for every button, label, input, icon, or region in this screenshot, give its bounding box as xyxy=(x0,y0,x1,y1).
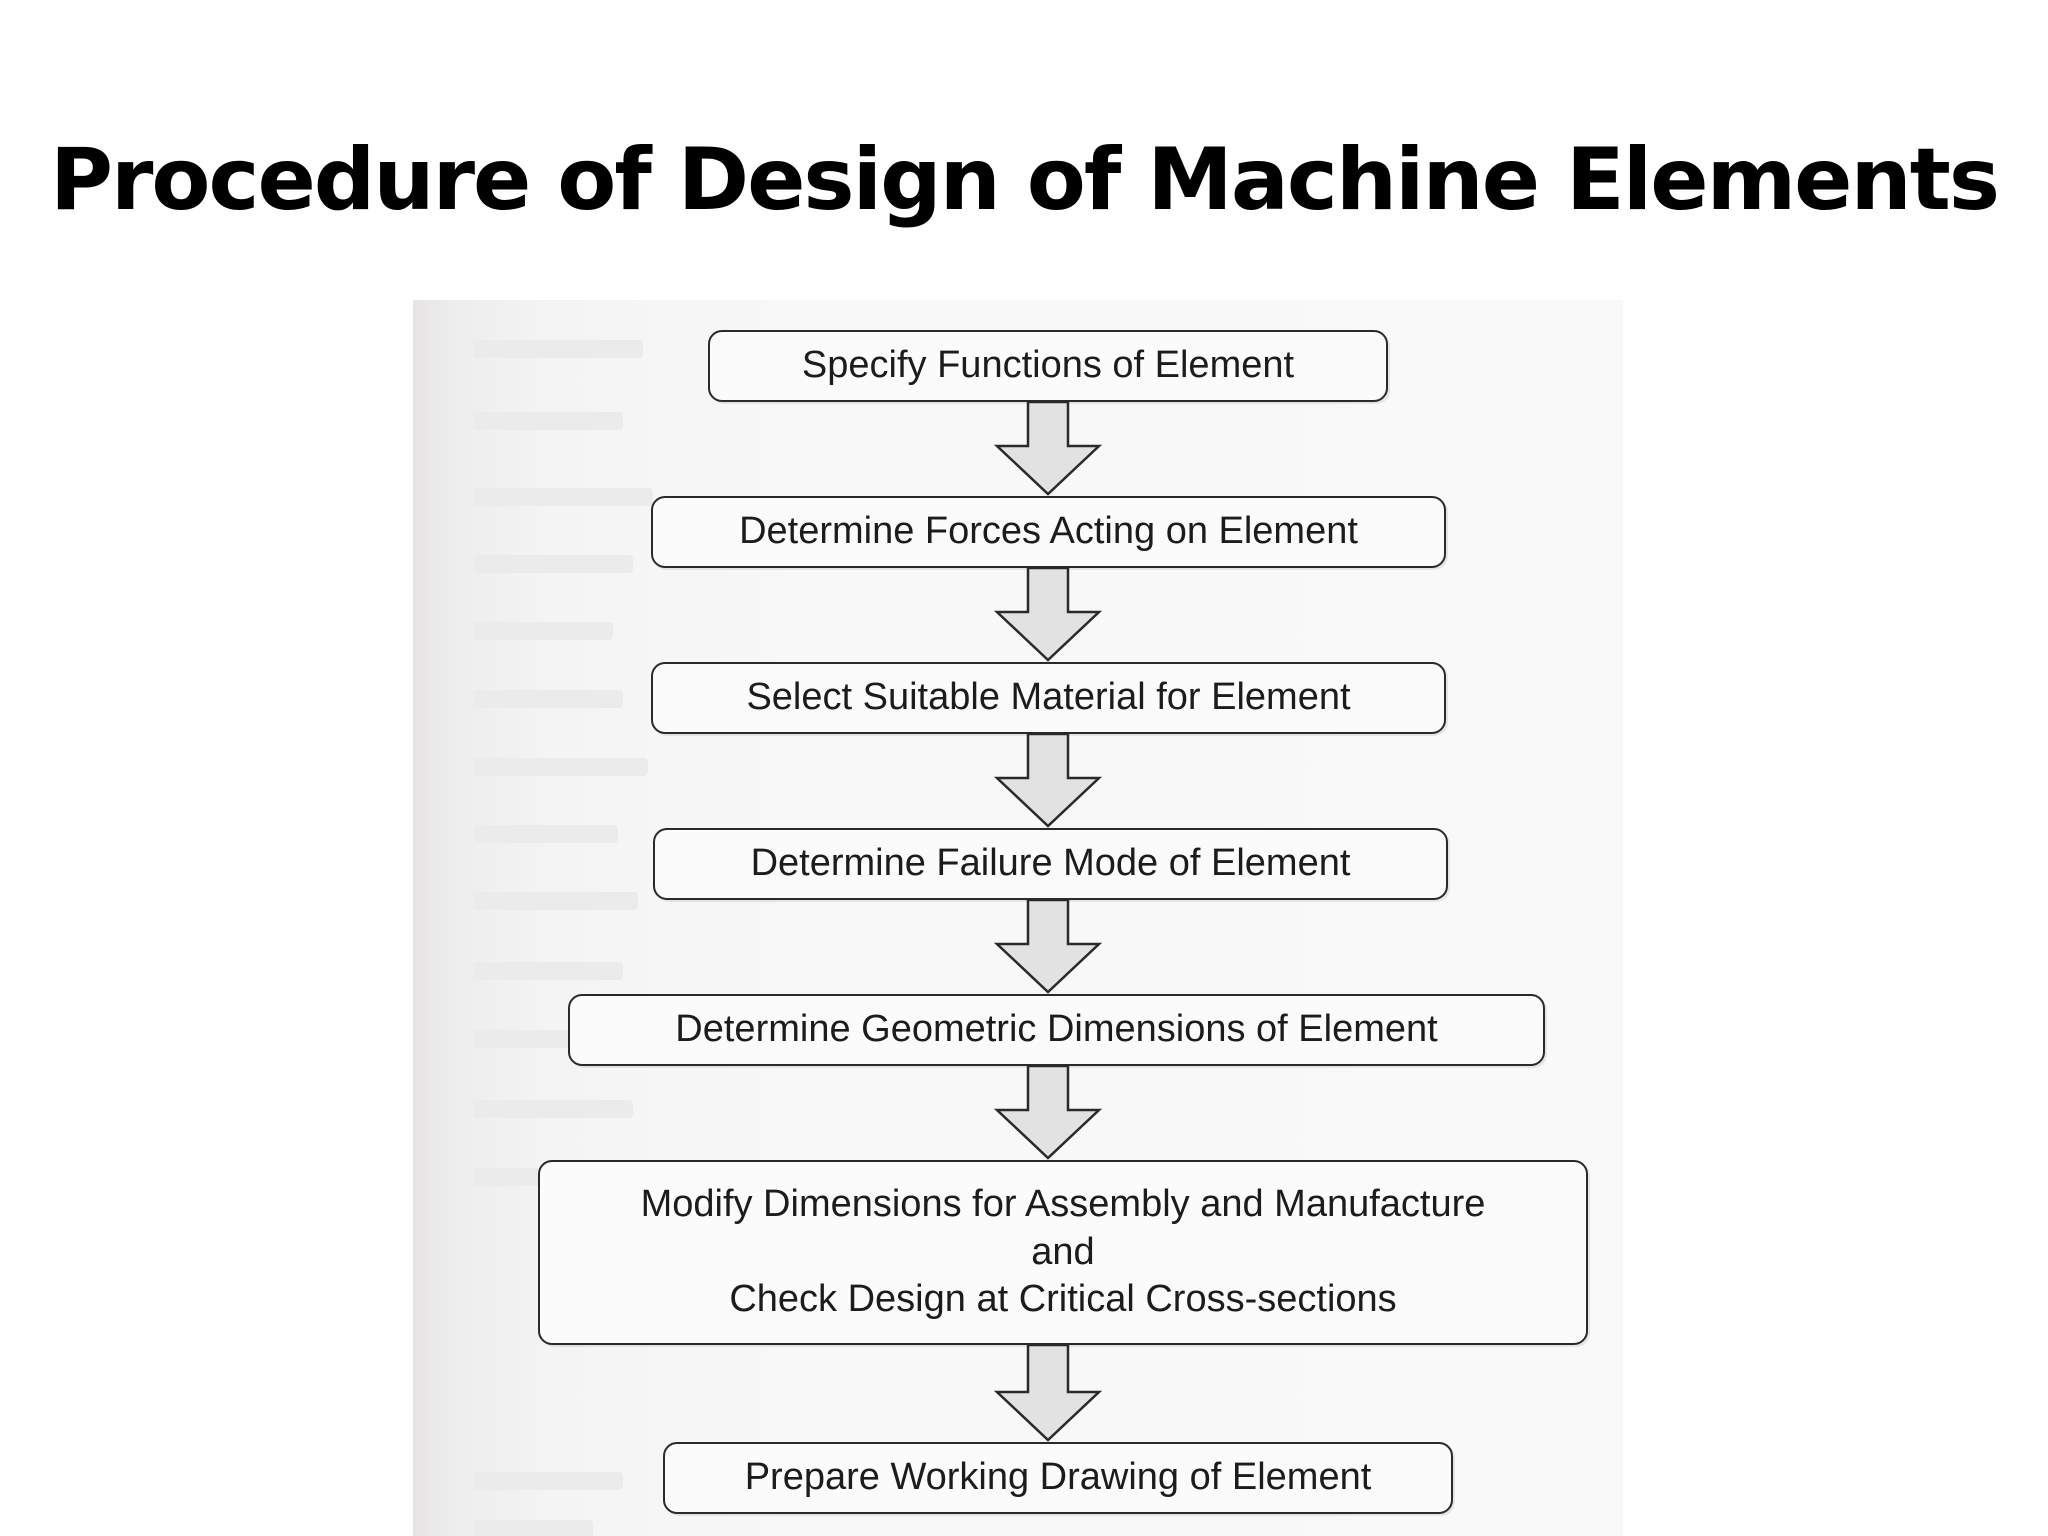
ghost-text-line xyxy=(473,555,633,573)
ghost-text-line xyxy=(473,825,618,843)
ghost-text-line xyxy=(473,962,623,980)
down-arrow-icon xyxy=(993,1066,1103,1160)
flow-step-box: Determine Forces Acting on Element xyxy=(651,496,1446,568)
flow-step-label: Determine Forces Acting on Element xyxy=(739,510,1358,553)
flow-step-text: Prepare Working Drawing of Element xyxy=(745,1454,1372,1502)
ghost-text-line xyxy=(473,892,638,910)
ghost-text-line xyxy=(473,1520,593,1536)
ghost-text-line xyxy=(473,1100,633,1118)
flow-step-box: Modify Dimensions for Assembly and Manuf… xyxy=(538,1160,1588,1345)
down-arrow-shape xyxy=(993,1345,1103,1442)
ghost-text-line xyxy=(473,1472,623,1490)
flow-step-label: and xyxy=(1031,1230,1095,1273)
flow-step-box: Prepare Working Drawing of Element xyxy=(663,1442,1453,1514)
down-arrow-icon xyxy=(993,402,1103,496)
down-arrow-shape xyxy=(993,900,1103,994)
down-arrow-shape xyxy=(993,1066,1103,1160)
slide-title: Procedure of Design of Machine Elements xyxy=(49,130,2000,230)
down-arrow-icon xyxy=(993,900,1103,994)
flow-step-label: Prepare Working Drawing of Element xyxy=(744,1456,1372,1499)
down-arrow-icon xyxy=(993,1345,1103,1442)
flow-step-text: Select Suitable Material for Element xyxy=(746,674,1350,722)
flow-step-box: Determine Geometric Dimensions of Elemen… xyxy=(568,994,1545,1066)
flow-step-box: Specify Functions of Element xyxy=(708,330,1388,402)
flow-step-box: Select Suitable Material for Element xyxy=(651,662,1446,734)
flow-step-label: Modify Dimensions for Assembly and Manuf… xyxy=(640,1183,1486,1226)
down-arrow-shape xyxy=(993,734,1103,828)
flow-step-text: Modify Dimensions for Assembly and Manuf… xyxy=(641,1181,1486,1324)
flow-step-label: Check Design at Critical Cross-sections xyxy=(729,1278,1397,1321)
ghost-text-line xyxy=(473,690,623,708)
flow-step-text: Determine Geometric Dimensions of Elemen… xyxy=(675,1006,1437,1054)
down-arrow-icon xyxy=(993,568,1103,662)
ghost-text-line xyxy=(473,340,643,358)
flow-step-text: Specify Functions of Element xyxy=(802,342,1294,390)
down-arrow-shape xyxy=(993,568,1103,662)
ghost-text-line xyxy=(473,758,648,776)
down-arrow-icon xyxy=(993,734,1103,828)
flow-step-label: Select Suitable Material for Element xyxy=(746,676,1351,719)
ghost-text-line xyxy=(473,412,623,430)
flow-step-text: Determine Forces Acting on Element xyxy=(739,508,1358,556)
flow-step-label: Determine Geometric Dimensions of Elemen… xyxy=(675,1008,1438,1051)
ghost-text-line xyxy=(473,622,613,640)
flow-step-box: Determine Failure Mode of Element xyxy=(653,828,1448,900)
flow-step-text: Determine Failure Mode of Element xyxy=(751,840,1351,888)
ghost-text-line xyxy=(473,488,653,506)
down-arrow-shape xyxy=(993,402,1103,496)
flow-step-label: Determine Failure Mode of Element xyxy=(750,842,1351,885)
flow-step-label: Specify Functions of Element xyxy=(801,344,1295,387)
